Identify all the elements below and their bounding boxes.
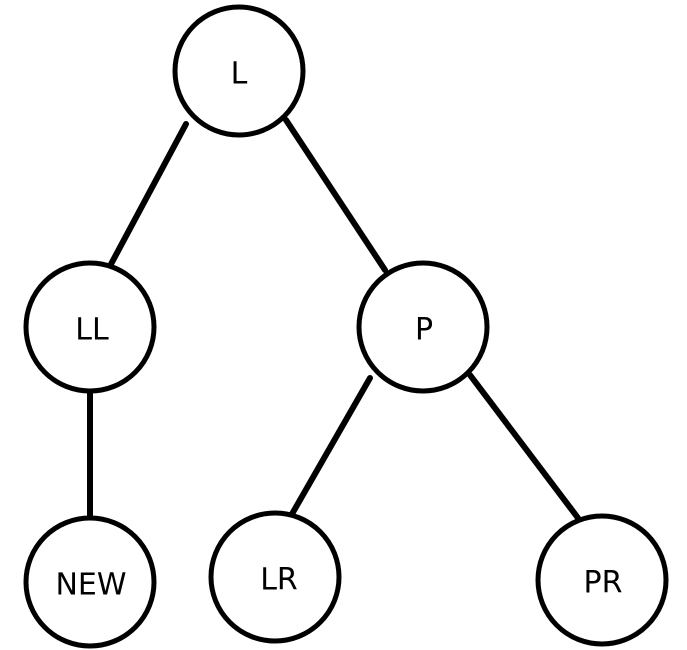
edge-p-lr: [289, 375, 373, 517]
tree-node-ll: LL: [23, 260, 157, 394]
node-label-pr: PR: [584, 566, 623, 601]
node-label-l: L: [231, 57, 248, 92]
tree-node-p: P: [356, 260, 490, 394]
node-label-p: P: [415, 313, 433, 348]
tree-node-l: L: [172, 4, 306, 138]
tree-node-lr: LR: [208, 510, 342, 644]
node-label-lr: LR: [260, 563, 298, 598]
tree-node-pr: PR: [535, 513, 669, 647]
node-label-new: NEW: [55, 568, 126, 603]
edge-p-pr: [467, 372, 581, 521]
tree-node-new: NEW: [23, 515, 157, 649]
node-label-ll: LL: [75, 313, 109, 348]
edge-l-p: [283, 117, 388, 273]
edge-l-ll: [107, 121, 189, 269]
